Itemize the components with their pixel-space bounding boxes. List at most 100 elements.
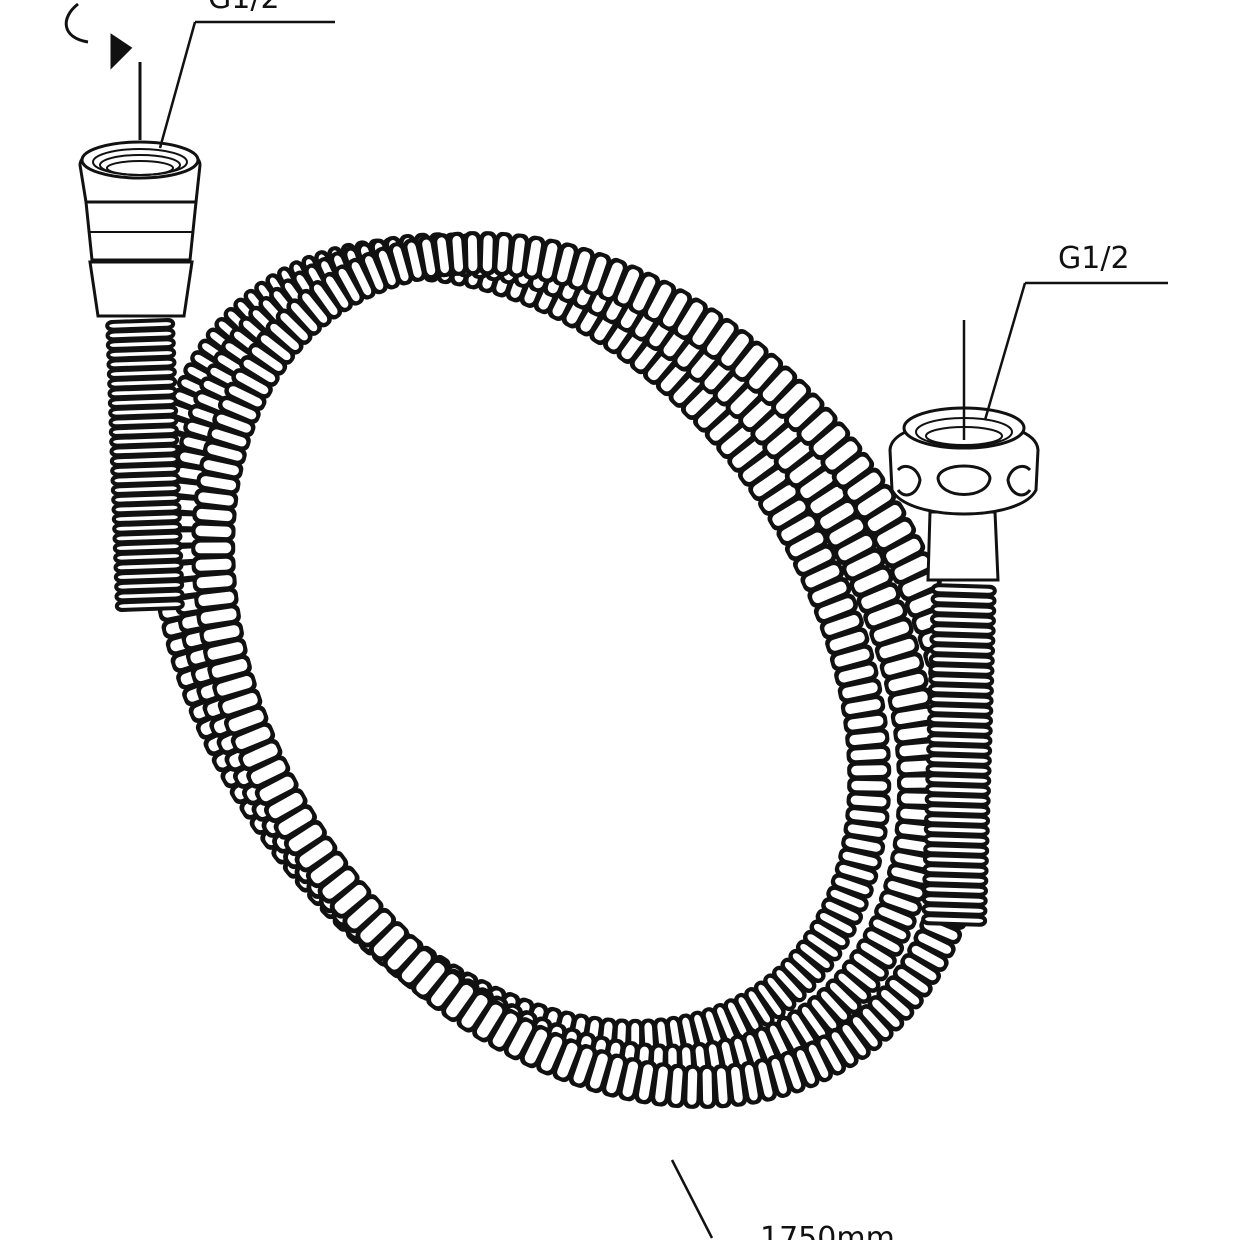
- hose-rib: [194, 587, 239, 611]
- hose-rib: [763, 973, 797, 1012]
- hose-rib: [597, 257, 628, 302]
- hose-rib: [191, 554, 236, 575]
- hose-rib: [780, 957, 817, 993]
- hose-rib: [231, 368, 273, 399]
- hose-rib: [858, 1004, 894, 1042]
- hose-rib: [582, 252, 612, 296]
- cone-fitting: [78, 140, 202, 318]
- hose-rib: [930, 583, 997, 597]
- hose-rib: [878, 889, 923, 917]
- hose-rib: [795, 466, 838, 503]
- hose-rib: [723, 998, 751, 1040]
- hose-rib: [824, 514, 868, 550]
- hose-rib: [217, 688, 263, 719]
- hose-rib: [868, 914, 911, 944]
- hose-rib: [848, 1012, 883, 1052]
- hose-rib: [863, 599, 908, 630]
- hose-rib: [833, 531, 877, 565]
- hose-rib: [830, 873, 874, 899]
- hose-rib: [788, 948, 826, 984]
- hose-rib: [758, 480, 801, 516]
- hose-rib: [520, 1024, 552, 1069]
- rotation-arrow-icon: [64, 2, 142, 140]
- hose-rib: [207, 424, 251, 451]
- hose-rib: [876, 985, 915, 1021]
- hose-coil: [148, 231, 989, 1109]
- hose-rib: [536, 1031, 567, 1076]
- hose-rib: [716, 328, 754, 371]
- hose-rib: [757, 365, 798, 407]
- hose-rib: [432, 233, 454, 278]
- hose-rib: [809, 919, 850, 950]
- hose-rib: [478, 231, 497, 276]
- hose-rib: [192, 570, 237, 593]
- hose-rib: [872, 517, 917, 552]
- hose-rib: [923, 833, 990, 847]
- hose-rib: [925, 753, 992, 767]
- hose-rib: [321, 271, 353, 313]
- hose-rib: [808, 421, 851, 460]
- hose-rib: [825, 978, 862, 1015]
- hose-rib: [687, 307, 724, 350]
- hose-rib: [913, 928, 956, 959]
- hose-rib: [217, 395, 261, 424]
- hose-rib: [114, 598, 185, 612]
- hose-rib: [767, 495, 811, 531]
- hose-rib: [196, 604, 241, 629]
- hose-rib: [748, 465, 791, 502]
- hose-rib: [821, 897, 864, 926]
- label-leader-length: [670, 1159, 714, 1239]
- hose-tail-right: [921, 583, 997, 927]
- hose-rib: [309, 280, 343, 320]
- hose-rib: [223, 705, 269, 736]
- hose-rib: [256, 330, 296, 365]
- hose-rib: [841, 959, 881, 993]
- hose-rib: [926, 733, 993, 747]
- thread-size-label-top: G1/2: [208, 0, 280, 16]
- hose-rib: [924, 813, 991, 827]
- hose-rib: [927, 693, 994, 707]
- hose-rib: [493, 231, 513, 277]
- hose-rib: [831, 451, 875, 490]
- hose-rib: [889, 551, 934, 585]
- hose-rib: [628, 271, 660, 316]
- hose-rib: [921, 903, 988, 917]
- hose-rib: [802, 929, 843, 962]
- hose-rib: [613, 264, 644, 309]
- hose-rib: [552, 1038, 583, 1083]
- hose-rib: [924, 783, 991, 797]
- hose-rib: [827, 1027, 859, 1069]
- hose-rib: [922, 873, 989, 887]
- hose-rib: [820, 436, 863, 475]
- hose-rib: [368, 921, 409, 962]
- hose-rib: [192, 504, 237, 526]
- hose-rib: [924, 803, 991, 817]
- hose-rib: [744, 352, 784, 394]
- hose-rib: [441, 980, 478, 1023]
- hose-tail-left: [105, 318, 185, 612]
- hose-rib: [795, 939, 835, 973]
- hose-rib: [779, 1050, 806, 1094]
- hose-rib: [856, 582, 901, 614]
- hose-rib: [807, 577, 852, 608]
- hose-rib: [834, 860, 879, 885]
- hose-rib: [886, 862, 931, 887]
- hose-rib: [727, 435, 769, 473]
- hose-rib: [849, 949, 889, 982]
- hose-rib: [923, 823, 990, 837]
- hose-rib: [847, 776, 892, 795]
- hose-rib: [212, 410, 256, 438]
- hose-rib: [247, 342, 288, 376]
- hose-rib: [317, 865, 360, 904]
- hose-rib: [925, 763, 992, 777]
- hose-rib: [800, 560, 845, 593]
- hose-rib: [726, 1062, 748, 1107]
- hose-rib: [374, 246, 401, 290]
- hose-rib: [921, 913, 988, 927]
- hose-rib: [487, 1008, 522, 1052]
- hose-rib: [928, 653, 995, 667]
- hose-rib: [672, 297, 708, 341]
- hose-rib: [730, 340, 769, 382]
- hose-rib: [807, 995, 841, 1034]
